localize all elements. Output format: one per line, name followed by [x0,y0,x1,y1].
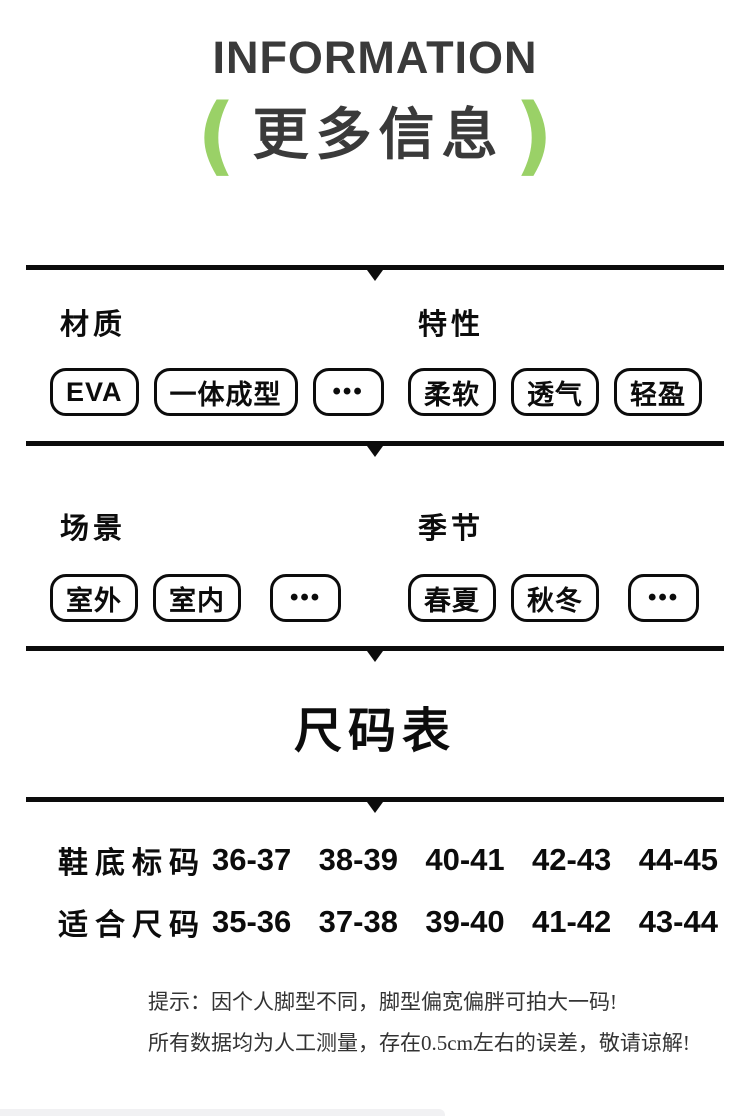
size-cell: 40-41 [425,842,505,878]
right-paren-decoration: ) [514,85,553,186]
divider-arrow [26,646,724,652]
material-feature-section: 材质 EVA 一体成型 ••• 特性 柔软 透气 轻盈 [0,270,750,441]
size-cell: 38-39 [318,842,398,878]
tip-line: 提示：因个人脚型不同，脚型偏宽偏胖可拍大一码! [148,990,617,1015]
more-dots-tag: ••• [270,574,342,623]
size-chart-table: 鞋底标码 36-37 38-39 40-41 42-43 44-45 适合尺码 … [0,842,750,942]
row-header: 鞋底标码 [58,847,206,881]
row-header: 适合尺码 [58,909,206,943]
feature-tag: 轻盈 [614,368,702,417]
material-group: 材质 EVA 一体成型 ••• [0,308,384,417]
next-section-edge [0,1109,445,1116]
size-cell: 43-44 [638,904,718,940]
subtitle-text: 更多信息 [252,103,505,167]
material-pills: EVA 一体成型 ••• [50,368,384,417]
more-dots-tag: ••• [312,368,384,417]
feature-group: 特性 柔软 透气 轻盈 [375,308,750,417]
size-cell: 42-43 [532,842,612,878]
feature-label: 特性 [418,309,485,342]
divider-arrow [26,265,724,271]
tip-line: 所有数据均为人工测量，存在0.5cm左右的误差，敬请谅解! [148,1031,690,1056]
season-pills: 春夏 秋冬 ••• [408,574,750,623]
material-tag: 一体成型 [153,368,298,417]
row-values: 35-36 37-38 39-40 41-42 43-44 [212,904,718,940]
size-chart-title: 尺码表 [293,705,456,759]
feature-pills: 柔软 透气 轻盈 [408,368,750,417]
row-values: 36-37 38-39 40-41 42-43 44-45 [212,842,718,878]
size-cell: 39-40 [425,904,505,940]
material-tag: EVA [50,368,139,417]
feature-tag: 透气 [511,368,599,417]
scene-label: 场景 [60,513,127,546]
scene-tag: 室外 [50,574,138,623]
info-header: INFORMATION ( 更多信息 ) [0,0,750,186]
scene-tag: 室内 [153,574,241,623]
size-cell: 41-42 [532,904,612,940]
subtitle: ( 更多信息 ) [0,85,750,186]
season-tag: 秋冬 [511,574,599,623]
size-cell: 36-37 [212,842,292,878]
season-label: 季节 [418,513,485,546]
left-paren-decoration: ( [197,85,236,186]
scene-group: 场景 室外 室内 ••• [0,512,375,623]
divider-arrow [26,441,724,447]
page-title: INFORMATION [212,32,538,83]
season-group: 季节 春夏 秋冬 ••• [375,512,750,623]
material-label: 材质 [60,309,127,342]
divider-arrow [26,797,724,803]
size-tips: 提示：因个人脚型不同，脚型偏宽偏胖可拍大一码! 所有数据均为人工测量，存在0.5… [0,982,750,1064]
season-tag: 春夏 [408,574,496,623]
scene-pills: 室外 室内 ••• [50,574,375,623]
table-row-fit-size: 适合尺码 35-36 37-38 39-40 41-42 43-44 [0,904,750,942]
feature-tag: 柔软 [408,368,496,417]
scene-season-section: 场景 室外 室内 ••• 季节 春夏 秋冬 ••• [0,446,750,646]
size-cell: 37-38 [318,904,398,940]
table-row-sole-size: 鞋底标码 36-37 38-39 40-41 42-43 44-45 [0,842,750,880]
size-cell: 35-36 [212,904,292,940]
size-cell: 44-45 [638,842,718,878]
more-dots-tag: ••• [628,574,700,623]
